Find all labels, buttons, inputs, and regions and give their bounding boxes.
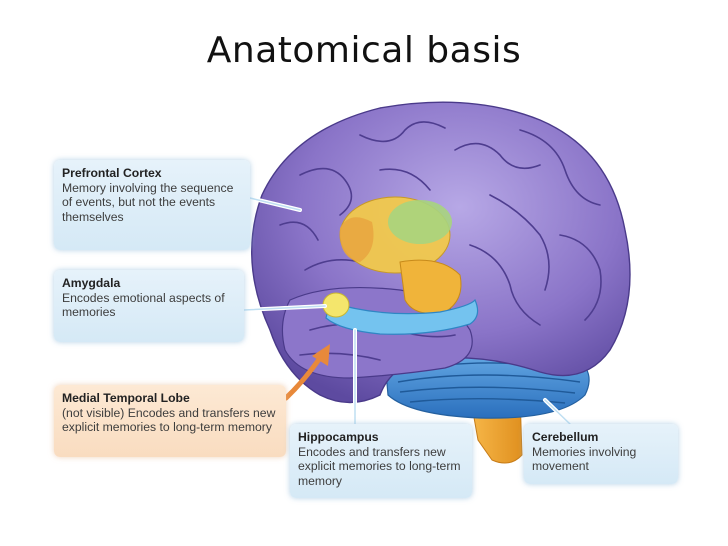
- callout-heading: Hippocampus: [298, 430, 379, 444]
- amygdala: [322, 292, 350, 318]
- callout-text: Encodes emotional aspects of memories: [62, 290, 225, 320]
- prefrontal-highlight: [388, 200, 452, 244]
- callout-text: Memories involving movement: [532, 444, 637, 474]
- callout-heading: Amygdala: [62, 276, 121, 290]
- callout-heading: Medial Temporal Lobe: [62, 391, 190, 405]
- slide-title: Anatomical basis: [206, 30, 522, 71]
- callout-text: (not visible) Encodes and transfers new …: [62, 405, 276, 435]
- callout-text: Encodes and transfers new explicit memor…: [298, 444, 461, 488]
- callout-heading: Prefrontal Cortex: [62, 166, 162, 180]
- callout-heading: Cerebellum: [532, 430, 599, 444]
- arrow-head: [312, 344, 330, 366]
- medial-temporal-lobe-callout: Medial Temporal Lobe (not visible) Encod…: [54, 385, 286, 457]
- hippocampus: [325, 298, 479, 335]
- cerebellum-callout: Cerebellum Memories involving movement: [524, 424, 678, 484]
- prefrontal-cortex-callout: Prefrontal Cortex Memory involving the s…: [54, 160, 250, 250]
- amygdala-callout: Amygdala Encodes emotional aspects of me…: [54, 270, 244, 342]
- midbrain: [399, 259, 462, 314]
- callout-text: Memory involving the sequence of events,…: [62, 180, 234, 224]
- hippocampus-callout: Hippocampus Encodes and transfers new ex…: [290, 424, 472, 498]
